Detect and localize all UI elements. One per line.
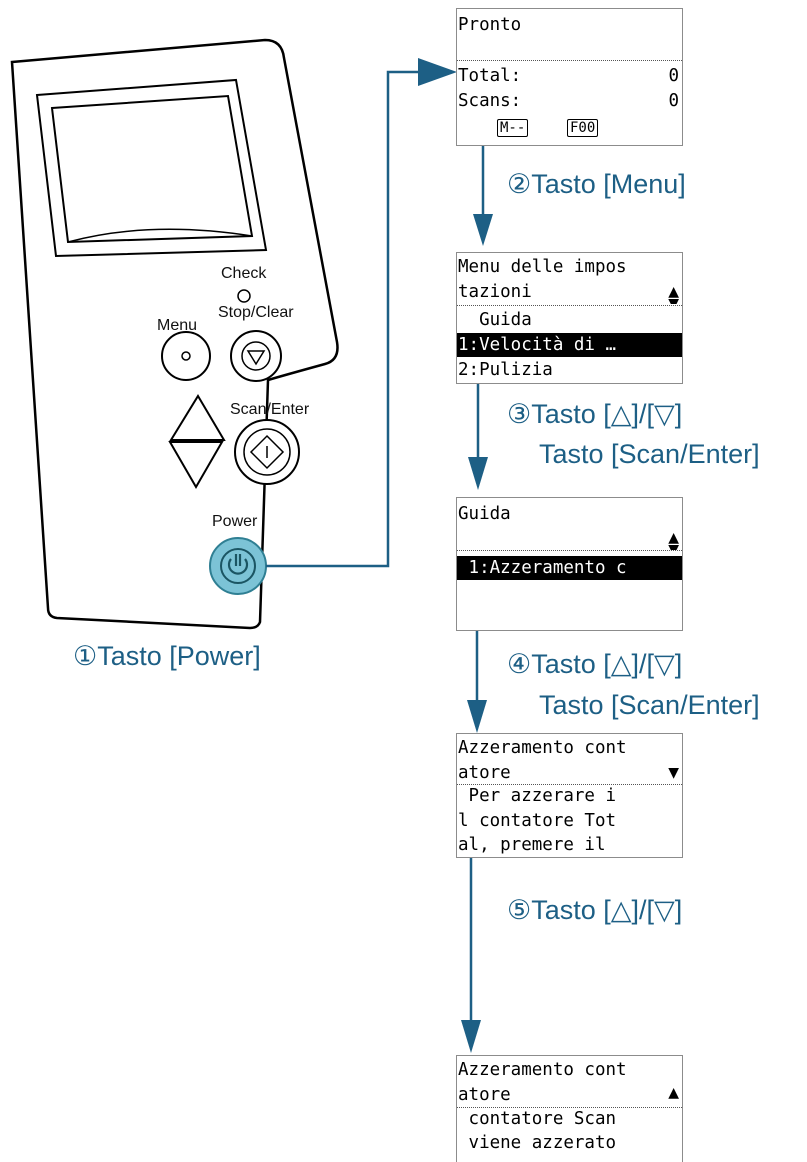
- down-arrow-button: [168, 441, 224, 489]
- up-indicator-icon: ▲: [668, 1085, 679, 1101]
- lcd-total-value: 0: [668, 66, 679, 86]
- lcd-line2: atore: [458, 763, 511, 783]
- lcd-screen-counter-reset-done: Azzeramento cont atore ▲ contatore Scan v…: [456, 1055, 683, 1162]
- down-indicator-icon: ▼: [668, 765, 679, 781]
- lcd-total-label: Total:: [458, 66, 522, 86]
- lcd-item-1-selected: 1:Velocità di …: [458, 335, 617, 355]
- lcd-title: Guida: [458, 504, 511, 524]
- step2-label: ②Tasto [Menu]: [507, 169, 686, 199]
- step4-label-line1: ④Tasto [△]/[▽]: [507, 649, 683, 679]
- step5-label: ⑤Tasto [△]/[▽]: [507, 895, 683, 925]
- lcd-item-1-selected: 1:Azzeramento c: [458, 558, 627, 578]
- menu-label: Menu: [157, 317, 198, 334]
- lcd-line1: Menu delle impos: [458, 257, 627, 277]
- lcd-screen-settings-menu: Menu delle impos tazioni ▲▼ Guida 1:Veloc…: [456, 252, 683, 384]
- step4-label-line2: Tasto [Scan/Enter]: [539, 690, 760, 720]
- lcd-line1: Azzeramento cont: [458, 1060, 627, 1080]
- power-connector-arrowhead: [418, 58, 457, 86]
- power-label: Power: [212, 513, 258, 530]
- lcd-body3: al, premere il: [458, 835, 606, 855]
- lcd-item-guide: Guida: [458, 310, 532, 330]
- check-label: Check: [221, 265, 267, 282]
- arrow-step4-head: [467, 700, 487, 733]
- power-connector: [266, 70, 428, 568]
- lcd-screen-guide: Guida ▲▼ 1:Azzeramento c: [456, 497, 683, 631]
- lcd-mode-badge: M--: [497, 119, 529, 137]
- arrow-step3-head: [468, 457, 488, 490]
- lcd-scans-value: 0: [668, 91, 679, 111]
- step3-label-line2: Tasto [Scan/Enter]: [539, 439, 760, 469]
- lcd-body1: Per azzerare i: [458, 786, 617, 806]
- arrow-step2-head: [473, 214, 493, 246]
- up-down-indicator-icon: ▲▼: [668, 284, 679, 304]
- lcd-scans-label: Scans:: [458, 91, 522, 111]
- lcd-body3: .: [458, 1154, 469, 1162]
- stop-clear-label: Stop/Clear: [218, 304, 294, 321]
- lcd-line1: Azzeramento cont: [458, 738, 627, 758]
- step3-label-line1: ③Tasto [△]/[▽]: [507, 399, 683, 429]
- lcd-line2: tazioni: [458, 282, 532, 302]
- up-down-indicator-icon: ▲▼: [668, 530, 679, 550]
- scan-enter-label: Scan/Enter: [230, 401, 310, 418]
- up-arrow-button: [169, 394, 226, 441]
- check-led-icon: [237, 289, 251, 303]
- lcd-item-2: 2:Pulizia: [458, 360, 553, 380]
- lcd-screen-counter-reset: Azzeramento cont atore ▼ Per azzerare i l…: [456, 733, 683, 858]
- step1-label: ①Tasto [Power]: [73, 641, 261, 671]
- arrow-step5-head: [461, 1020, 481, 1053]
- lcd-function-badge: F00: [567, 119, 599, 137]
- lcd-body1: contatore Scan: [458, 1109, 617, 1129]
- lcd-screen-ready: Pronto Total: 0 Scans: 0 M-- F00: [456, 8, 683, 146]
- lcd-line2: atore: [458, 1085, 511, 1105]
- lcd-title: Pronto: [458, 15, 522, 35]
- operator-panel: [10, 38, 339, 630]
- lcd-body2: viene azzerato: [458, 1133, 617, 1153]
- lcd-body2: l contatore Tot: [458, 811, 617, 831]
